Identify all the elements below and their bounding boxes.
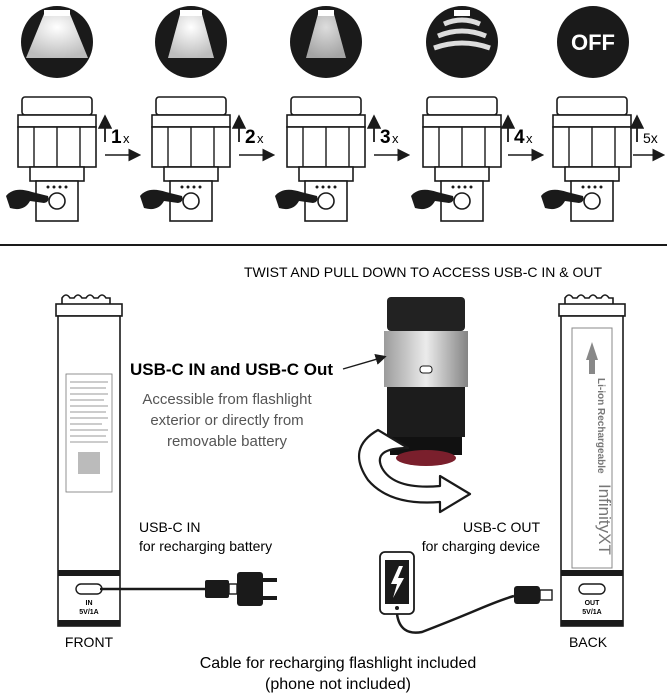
mode-1: 1 x (6, 6, 142, 222)
off-label: OFF (571, 30, 615, 55)
usb-c-in-title: USB-C IN (139, 519, 200, 535)
mode-suffix: x (123, 131, 130, 146)
accessible-line-1: Accessible from flashlight (142, 391, 312, 408)
phone-cable (395, 594, 515, 634)
finger-icon (275, 189, 318, 210)
strobe-wave (433, 40, 491, 51)
flashlight-photo (384, 297, 468, 466)
charging-bolt-icon (391, 566, 404, 598)
mode-5: OFF 5x (541, 6, 666, 222)
port-label: OUT (585, 600, 601, 607)
port-label: IN (86, 600, 93, 607)
twist-pull-instruction: TWIST AND PULL DOWN TO ACCESS USB-C IN &… (244, 264, 603, 280)
mode-2: 2 x (140, 6, 276, 222)
flashlight-head-1 (6, 96, 97, 222)
back-caption: BACK (569, 634, 608, 650)
battery-contacts (61, 294, 111, 304)
arrow-up-icon (586, 342, 598, 360)
port-spec: 5V/1A (79, 609, 98, 616)
power-button (453, 192, 471, 210)
usb-in-out-title: USB-C IN and USB-C Out (130, 360, 333, 379)
front-caption: FRONT (65, 634, 114, 650)
phone-icon (379, 551, 415, 615)
red-lens (396, 450, 456, 466)
mode-suffix: x (526, 131, 533, 146)
finger-icon (140, 189, 183, 210)
flashlight-head-5 (541, 96, 632, 222)
strobe-wave (437, 28, 487, 39)
off-icon (557, 6, 629, 78)
mode-suffix: 5x (643, 130, 658, 146)
battery-fine-print-label (65, 373, 113, 493)
finger-icon (6, 189, 49, 210)
battery-back: Li-ion Rechargeable InfinityXT OUT 5V/1A (558, 294, 626, 627)
battery-contacts (564, 294, 614, 304)
footer-line-1: Cable for recharging flashlight included (200, 655, 477, 672)
mode-count: 3 (380, 127, 391, 148)
mode-suffix: x (257, 131, 264, 146)
power-button (48, 192, 66, 210)
mode-sequence: 1 x 2 x (6, 6, 666, 222)
finger-icon (411, 189, 454, 210)
beam-narrow-shape (306, 14, 346, 58)
mode-3: 3 x (275, 6, 411, 222)
mode-count: 1 (111, 127, 122, 148)
twist-arrow-icon (358, 428, 472, 514)
mode-count: 2 (245, 127, 256, 148)
finger-icon (541, 189, 584, 210)
power-button (182, 192, 200, 210)
usb-c-port (419, 365, 433, 374)
usb-c-out-port (578, 583, 606, 595)
transparent-section (384, 331, 468, 387)
power-button (317, 192, 335, 210)
accessible-line-3: removable battery (167, 433, 288, 450)
charger-plug-icon (205, 572, 277, 606)
qr-code-icon (78, 452, 100, 474)
power-button (583, 192, 601, 210)
flashlight-head-3 (275, 96, 366, 222)
port-spec: 5V/1A (582, 609, 601, 616)
usb-c-in-port (75, 583, 103, 595)
usb-c-plug-icon (514, 586, 540, 604)
beam-medium-shape (168, 14, 214, 58)
usb-c-out-title: USB-C OUT (463, 519, 540, 535)
accessible-line-2: exterior or directly from (150, 412, 303, 429)
beam-wide-shape (26, 14, 88, 58)
footer-line-2: (phone not included) (265, 676, 411, 693)
battery-type-text: Li-ion Rechargeable (595, 378, 606, 474)
usb-c-out-desc: for charging device (422, 538, 541, 554)
flashlight-head-4 (411, 96, 502, 222)
mode-suffix: x (392, 131, 399, 146)
strobe-wave (442, 17, 482, 27)
callout-arrow (342, 353, 387, 370)
flashlight-head-2 (140, 96, 231, 222)
mode-count: 4 (514, 127, 525, 148)
brand-logo: InfinityXT (595, 484, 614, 555)
mode-4: 4 x (411, 6, 545, 222)
battery-front: IN 5V/1A (55, 294, 123, 627)
usb-c-in-desc: for recharging battery (139, 538, 272, 554)
